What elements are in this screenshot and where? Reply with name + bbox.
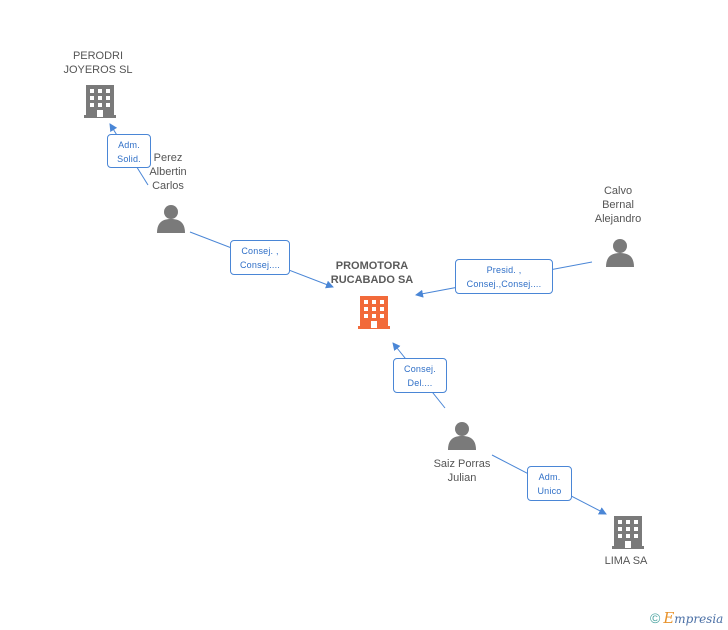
building-icon[interactable] <box>84 85 116 118</box>
label-line: Calvo <box>603 185 633 197</box>
copyright-icon: © <box>650 610 661 626</box>
person-icon[interactable] <box>606 239 634 267</box>
label-line: Perez <box>153 152 183 164</box>
edge-label-saiz-lima[interactable]: Adm. Unico <box>527 466 572 501</box>
label-line: Julian <box>447 472 477 484</box>
edge-label-line: Consej. , <box>241 246 279 256</box>
edge-label-perez-center[interactable]: Consej. , Consej.... <box>230 240 290 275</box>
edge-label-saiz-center[interactable]: Consej. Del.... <box>393 358 447 393</box>
edge-label-perez-perodri[interactable]: Adm. Solid. <box>107 134 151 168</box>
label-line: LIMA SA <box>604 555 648 567</box>
edge-label-line: Consej.... <box>239 260 281 270</box>
label-line: PROMOTORA <box>335 260 409 272</box>
edge-label-line: Unico <box>537 486 562 496</box>
company-label-center[interactable]: PROMOTORA RUCABADO SA <box>322 259 422 287</box>
label-line: Carlos <box>152 180 184 192</box>
edge-label-line: Adm. <box>538 472 561 482</box>
edge-label-calvo-center[interactable]: Presid. , Consej.,Consej.... <box>455 259 553 294</box>
label-line: RUCABADO SA <box>330 274 414 286</box>
edge-label-line: Adm. <box>118 140 140 150</box>
person-label-saiz[interactable]: Saiz Porras Julian <box>412 457 512 485</box>
person-label-perez[interactable]: Perez Albertin Carlos <box>128 151 208 193</box>
person-icon[interactable] <box>448 422 476 450</box>
label-line: JOYEROS SL <box>63 64 133 76</box>
edge-label-line: Presid. , <box>486 265 522 275</box>
brand-initial: E <box>663 609 675 627</box>
person-label-calvo[interactable]: Calvo Bernal Alejandro <box>578 184 658 226</box>
brand-name: mpresia <box>674 612 724 626</box>
center-building-icon[interactable] <box>358 296 390 329</box>
edge-label-line: Consej.,Consej.... <box>466 279 542 289</box>
label-line: Alejandro <box>594 213 642 225</box>
company-label-lima[interactable]: LIMA SA <box>586 554 666 568</box>
person-icon[interactable] <box>157 205 185 233</box>
label-line: Saiz Porras <box>433 458 491 470</box>
label-line: Bernal <box>602 199 634 211</box>
edge-label-line: Consej. <box>404 364 436 374</box>
company-label-perodri[interactable]: PERODRI JOYEROS SL <box>48 49 148 77</box>
label-line: PERODRI <box>72 50 124 62</box>
edge-label-line: Del.... <box>407 378 433 388</box>
building-icon[interactable] <box>612 516 644 549</box>
label-line: Albertin <box>149 166 187 178</box>
empresia-logo[interactable]: ©Empresia <box>650 609 723 627</box>
edge-label-line: Solid. <box>117 154 141 164</box>
